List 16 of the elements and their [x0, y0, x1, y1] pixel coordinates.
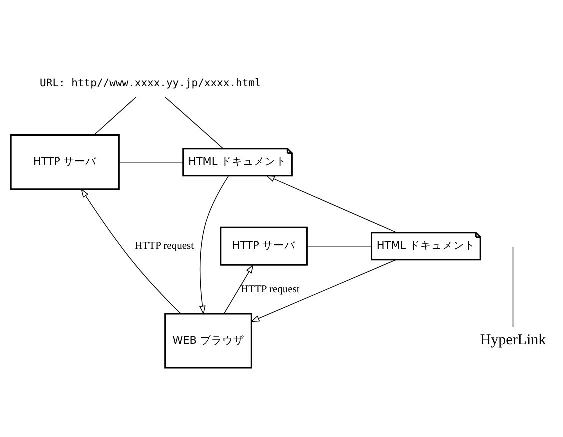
node-box: HTTP サーバ — [220, 226, 308, 266]
edge-label: HTTP request — [241, 284, 300, 295]
connector — [94, 96, 137, 135]
connector — [119, 161, 184, 162]
arrow — [224, 264, 254, 314]
connector — [164, 96, 224, 149]
connector — [512, 246, 514, 328]
node-text: URL: http//www.xxxx.yy.jp/xxxx.html — [40, 76, 262, 89]
node-box: HTTP サーバ — [10, 134, 120, 190]
arrow — [81, 188, 182, 314]
node-text: HyperLink — [480, 332, 546, 348]
arrow — [200, 175, 230, 315]
node-box: WEB ブラウザ — [164, 312, 252, 368]
arrow — [266, 174, 398, 233]
edge-label: HTTP request — [135, 240, 194, 252]
arrow — [250, 259, 397, 322]
